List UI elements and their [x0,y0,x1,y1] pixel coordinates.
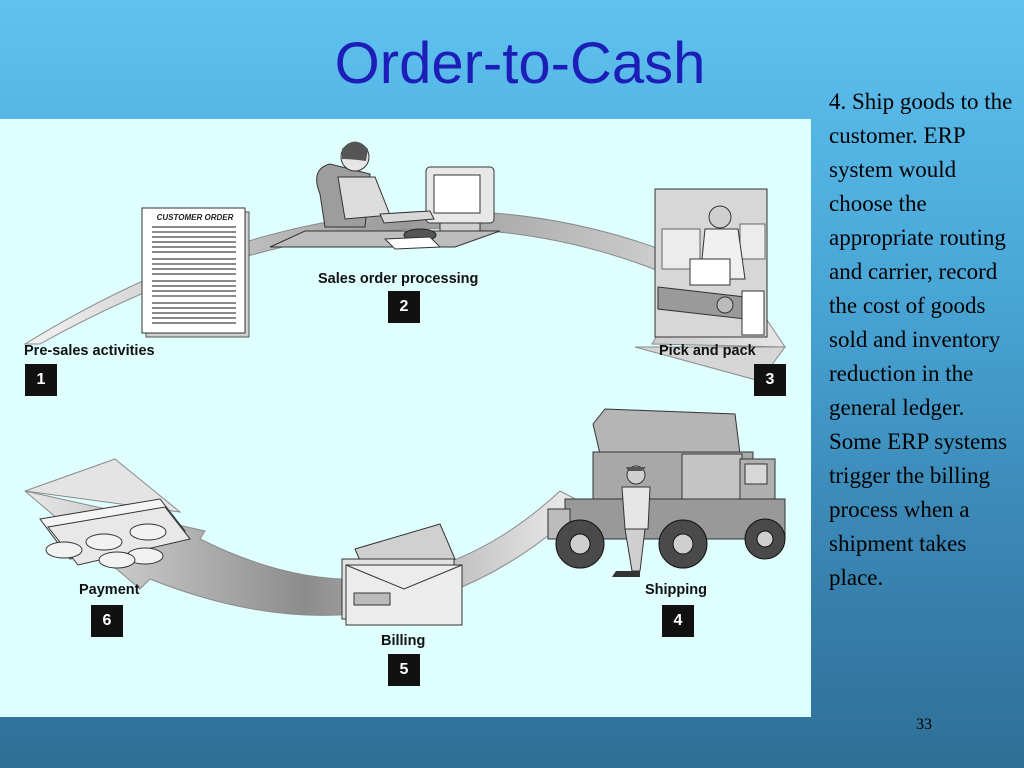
step-label-billing: Billing [381,633,426,649]
slide-title: Order-to-Cash [334,31,706,96]
billing-envelope-icon [341,523,463,626]
step-number-2: 2 [388,291,420,323]
step-number-4: 4 [662,605,694,637]
page-number: 33 [916,716,932,733]
delivery-truck-icon [547,408,786,577]
customer-order-document-icon [141,207,250,338]
step-number-6: 6 [91,605,123,637]
step-label-pre-sales-activities: Pre-sales activities [24,343,155,359]
step-number-5: 5 [388,654,420,686]
document-header-text: CUSTOMER ORDER [157,213,234,222]
step-label-pick-and-pack: Pick and pack [659,343,756,359]
step-label-shipping: Shipping [645,582,708,598]
step-description-text: 4. Ship goods to the customer. ERP syste… [829,89,1013,590]
cycle-illustration: CUSTOMER ORDER [23,141,786,626]
warehouse-worker-icon [654,188,768,338]
step-label-payment: Payment [79,582,140,598]
step-number-3: 3 [754,364,786,396]
payment-cash-icon [39,498,191,569]
step-number-1: 1 [25,364,57,396]
order-to-cash-diagram: CUSTOMER ORDER Sales order processing 2 … [0,119,811,717]
office-worker-computer-icon [269,141,501,250]
step-label-sales-order-processing: Sales order processing [318,271,479,287]
